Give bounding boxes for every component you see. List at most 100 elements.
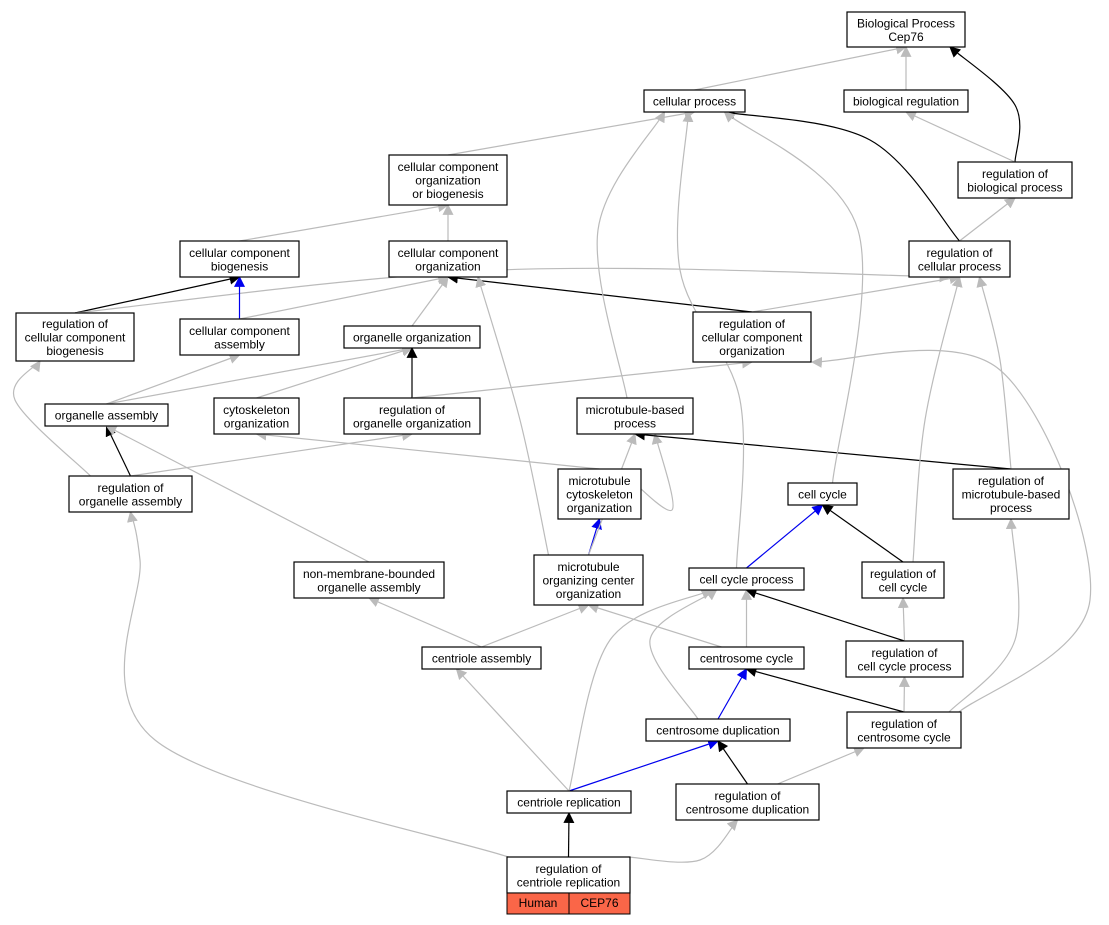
edge-is-a-reg-organelle-assembly-to-reg-organelle-organization bbox=[130, 430, 414, 477]
go-term-label-line: cytoskeleton bbox=[223, 403, 290, 417]
edge-is-a-reg-centrosome-cycle-to-reg-cell-cycle-process bbox=[898, 675, 910, 713]
go-term-node-biological-regulation[interactable]: biological regulation bbox=[843, 89, 969, 113]
go-term-label-line: cellular component bbox=[189, 246, 290, 260]
go-term-label-line: microtubule bbox=[568, 474, 630, 488]
go-term-label-line: regulation of bbox=[870, 567, 937, 581]
go-term-label-line: non-membrane-bounded bbox=[303, 567, 435, 581]
edge-regulates-reg-cell-cycle-process-to-cell-cycle-process bbox=[745, 587, 905, 642]
go-term-label-line: organelle assembly bbox=[317, 580, 420, 594]
edge-regulates-reg-cc-biogenesis-to-cc-biogenesis bbox=[74, 273, 241, 314]
go-term-label-line: regulation of bbox=[97, 481, 164, 495]
edge-regulates-reg-mt-based-process-to-microtubule-based-process bbox=[633, 429, 1012, 470]
go-term-node-organelle-organization[interactable]: organelle organization bbox=[343, 325, 481, 349]
edge-is-a-centriole-assembly-to-mtoc-organization bbox=[481, 603, 590, 648]
edge-regulates-reg-centriole-replication-to-centriole-replication bbox=[563, 811, 575, 858]
go-term-label-line: regulation of bbox=[871, 717, 938, 731]
go-term-label-line: process bbox=[614, 416, 656, 430]
go-term-box bbox=[688, 646, 805, 670]
edge-part-of-cell-cycle-process-to-cell-cycle bbox=[746, 504, 824, 569]
edge-is-a-cc-org-biogenesis-to-cellular-process bbox=[447, 108, 696, 156]
go-term-label-line: cell cycle bbox=[879, 580, 928, 594]
go-term-label-line: cellular process bbox=[653, 95, 736, 109]
edge-regulates-reg-cell-cycle-to-cell-cycle bbox=[821, 504, 904, 563]
edge-is-a-reg-centrosome-duplication-to-reg-centrosome-cycle bbox=[777, 746, 866, 785]
go-term-node-centriole-assembly[interactable]: centriole assembly bbox=[421, 646, 542, 670]
go-term-label-line: process bbox=[990, 501, 1032, 515]
go-term-box bbox=[846, 711, 962, 749]
edge-is-a-centriole-replication-to-cell-cycle-process bbox=[568, 589, 713, 792]
go-term-label-line: cellular component bbox=[702, 331, 803, 345]
go-term-box bbox=[343, 397, 481, 435]
go-term-label-line: cell cycle bbox=[798, 488, 847, 502]
go-term-node-organelle-assembly[interactable]: organelle assembly bbox=[44, 403, 169, 427]
go-term-label-line: regulation of bbox=[926, 246, 993, 260]
go-term-box bbox=[293, 561, 445, 599]
go-term-label-line: cellular process bbox=[918, 259, 1001, 273]
go-term-label-line: organization bbox=[415, 259, 480, 273]
go-term-box bbox=[179, 318, 300, 356]
go-term-label-line: cell cycle process bbox=[857, 659, 951, 673]
go-term-label-line: regulation of bbox=[379, 403, 446, 417]
go-term-label-line: biogenesis bbox=[46, 344, 103, 358]
edge-is-a-reg-cellular-process-to-reg-biological-process bbox=[959, 197, 1016, 242]
legend-species-label: Human bbox=[519, 896, 558, 910]
go-term-label-line: Biological Process bbox=[857, 16, 955, 30]
go-term-box bbox=[845, 640, 964, 678]
go-term-box bbox=[861, 561, 945, 599]
legend-species-cell: Human bbox=[506, 892, 570, 915]
go-term-box bbox=[506, 856, 631, 894]
go-term-label-line: microtubule-based bbox=[586, 403, 685, 417]
go-term-label-line: organelle organization bbox=[353, 331, 471, 345]
go-term-box bbox=[421, 646, 542, 670]
go-term-node-centrosome-duplication[interactable]: centrosome duplication bbox=[645, 718, 791, 742]
go-term-node-cell-cycle-process[interactable]: cell cycle process bbox=[688, 567, 805, 591]
edge-is-a-reg-centriole-replication-to-reg-centrosome-duplication bbox=[628, 819, 739, 863]
go-term-label-line: or biogenesis bbox=[412, 187, 483, 201]
go-term-label-line: organelle assembly bbox=[55, 409, 158, 423]
go-term-label-line: regulation of bbox=[978, 474, 1045, 488]
go-term-label-line: organelle organization bbox=[353, 416, 471, 430]
go-term-box bbox=[908, 240, 1011, 278]
go-term-label-line: organization bbox=[719, 344, 784, 358]
go-term-label-line: regulation of bbox=[42, 317, 109, 331]
go-term-label-line: regulation of bbox=[714, 789, 781, 803]
go-term-label-line: cellular component bbox=[25, 331, 126, 345]
go-term-label-line: centrosome cycle bbox=[857, 730, 951, 744]
go-term-label-line: organization bbox=[556, 587, 621, 601]
edge-is-a-cc-assembly-to-cc-organization bbox=[239, 273, 450, 320]
edge-is-a-cell-cycle-to-cellular-process bbox=[723, 111, 864, 484]
go-term-label-line: cellular component bbox=[189, 324, 290, 338]
edge-is-a-reg-biological-process-to-biological-regulation bbox=[905, 111, 1016, 163]
go-term-label-line: cell cycle process bbox=[699, 573, 793, 587]
go-term-label-line: microtubule bbox=[557, 560, 619, 574]
go-term-node-cell-cycle[interactable]: cell cycle bbox=[787, 482, 858, 506]
edge-part-of-centriole-replication-to-centrosome-duplication bbox=[568, 738, 720, 792]
go-term-node-centriole-replication[interactable]: centriole replication bbox=[506, 790, 632, 814]
go-term-box bbox=[952, 468, 1070, 520]
edge-is-a-reg-organelle-organization-to-reg-cc-organization bbox=[411, 357, 754, 399]
go-term-node-centrosome-cycle[interactable]: centrosome cycle bbox=[688, 646, 805, 670]
go-term-node-cellular-process[interactable]: cellular process bbox=[643, 89, 746, 113]
